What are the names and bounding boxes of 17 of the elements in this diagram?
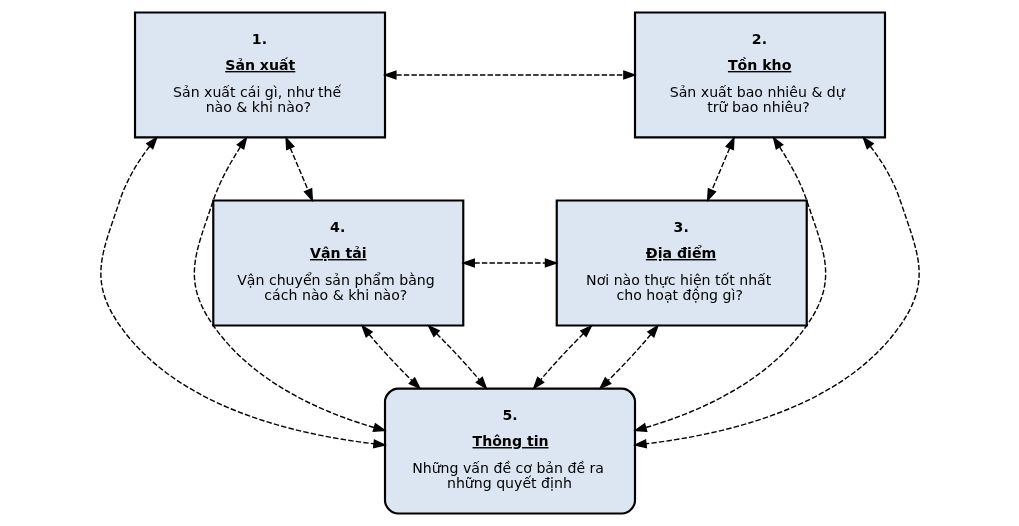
- arrow: [426, 324, 488, 390]
- arrow: [360, 324, 421, 390]
- arrow: [382, 70, 637, 80]
- node-box: 3. Địa điểm Nơi nào thực hiện tốt nhất cho hoạt động gì?: [555, 199, 808, 327]
- arrow: [460, 258, 558, 268]
- node-box: 1. Sản xuất Sản xuất cái gì, như thế nào & khi nào?: [133, 11, 386, 139]
- arrow: [284, 135, 313, 203]
- arrow: [706, 135, 735, 203]
- arrow: [99, 136, 387, 449]
- node-box: 5. Thông tin Những vấn đề cơ bản đề ra những quyết định: [383, 387, 636, 515]
- node-box: 2. Tồn kho Sản xuất bao nhiêu & dự trữ bao nhiêu?: [633, 11, 886, 139]
- node-box: 4. Vận tải Vận chuyển sản phẩm bằng cách nào & khi nào?: [211, 199, 464, 327]
- arrow: [531, 324, 593, 390]
- arrow: [632, 136, 920, 449]
- arrow: [632, 135, 826, 432]
- arrow: [193, 135, 387, 432]
- arrow: [598, 324, 659, 390]
